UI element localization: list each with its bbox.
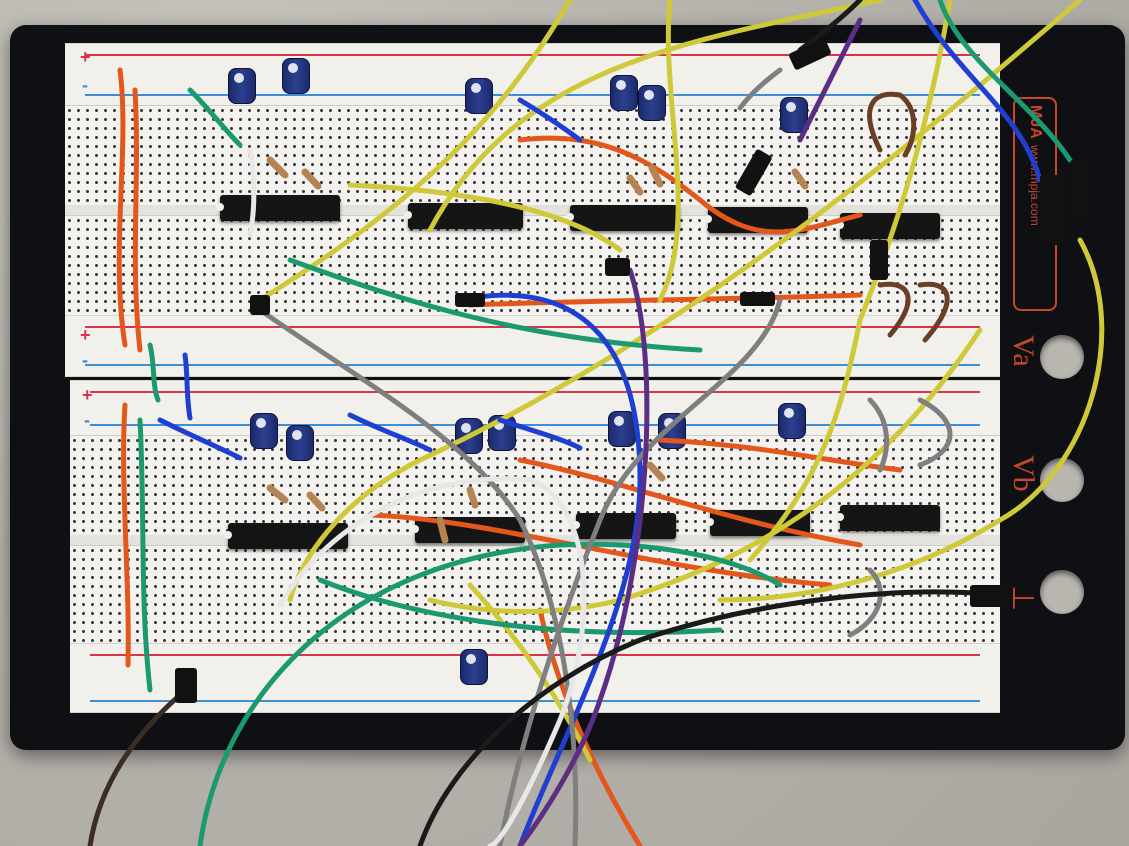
jumper-connector [175, 668, 197, 703]
jumper-connector [740, 292, 775, 306]
electrolytic-capacitor [780, 97, 808, 133]
blue-wire [157, 417, 243, 461]
jumper-connector [735, 149, 772, 196]
jumper-connector [250, 295, 270, 315]
yellow-wire [747, 0, 953, 563]
gray-wire [497, 297, 783, 846]
gray-wire [737, 67, 783, 111]
resistor [301, 168, 322, 190]
resistor [436, 516, 449, 544]
white-wire [247, 147, 257, 238]
rail-plus-mark: + [80, 47, 91, 67]
rail-plus-mark: + [80, 325, 91, 345]
gray-wire [847, 567, 883, 638]
ic-chip [566, 205, 680, 231]
blue-wire [347, 412, 433, 453]
resistor [306, 491, 326, 512]
gray-wire [867, 397, 890, 473]
electrolytic-capacitor [250, 413, 278, 449]
electrolytic-capacitor [610, 75, 638, 111]
electrolytic-capacitor [460, 649, 488, 685]
resistor [626, 174, 644, 196]
yellow-wire [467, 582, 593, 763]
green-wire [147, 342, 161, 403]
rail-minus-mark: - [82, 75, 88, 95]
ic-chip [836, 505, 940, 531]
yellow-wire [257, 0, 573, 303]
jumper-connector [1070, 160, 1092, 220]
purple-wire [797, 17, 863, 143]
resistor [266, 156, 289, 179]
resistor [266, 484, 289, 504]
yellow-wire [347, 182, 623, 253]
electrolytic-capacitor [465, 78, 493, 114]
black-wire [87, 692, 183, 846]
orange-wire [132, 87, 143, 353]
rail-plus-mark: + [82, 385, 93, 405]
resistor [646, 461, 666, 482]
yellow-wire [717, 237, 1105, 603]
logo-url: www.mpja.com [1028, 144, 1042, 226]
brown-wire [877, 281, 911, 338]
blue-wire [497, 417, 583, 451]
orange-wire [537, 607, 643, 846]
orange-wire [517, 457, 863, 548]
jumper-connector [970, 585, 1010, 607]
binding-post-hole-va [1040, 335, 1084, 379]
electrolytic-capacitor [228, 68, 256, 104]
green-wire [937, 0, 1073, 163]
resistor [648, 164, 664, 188]
blue-wire [517, 97, 583, 143]
terminal-strip-top-b [65, 215, 1000, 317]
electrolytic-capacitor [638, 85, 666, 121]
orange-wire [116, 67, 128, 348]
green-wire [137, 417, 153, 693]
electrolytic-capacitor [286, 425, 314, 461]
center-channel-bottom [70, 535, 1000, 545]
yellow-wire [427, 0, 883, 233]
black-wire [797, 0, 863, 53]
ic-chip [216, 195, 340, 221]
resistor [466, 486, 479, 509]
power-rail-top-2 [65, 315, 1000, 377]
ic-chip [404, 203, 523, 229]
orange-wire [517, 135, 863, 235]
electrolytic-capacitor [282, 58, 310, 94]
white-wire [277, 476, 587, 846]
green-wire [187, 87, 243, 148]
brown-wire [917, 281, 950, 343]
blue-wire [912, 0, 1043, 183]
terminal-strip-bottom-a [70, 435, 1000, 537]
gray-wire [917, 397, 953, 468]
brown-wire [867, 91, 917, 158]
jumper-connector [455, 293, 485, 307]
jumper-connector [1040, 175, 1068, 245]
rail-minus-mark: - [82, 350, 88, 370]
electrolytic-capacitor [778, 403, 806, 439]
yellow-wire [287, 0, 1083, 603]
resistor [791, 168, 809, 190]
jumper-connector [605, 258, 630, 276]
orange-wire [121, 402, 131, 668]
green-wire [287, 257, 703, 353]
binding-post-hole-ground [1040, 570, 1084, 614]
yellow-wire [657, 0, 681, 303]
blue-wire [182, 352, 193, 421]
purple-wire [517, 267, 650, 846]
black-wire [417, 589, 1003, 846]
blue-wire [457, 292, 643, 846]
rail-minus-mark: - [84, 410, 90, 430]
jumper-connector [870, 240, 888, 280]
gray-wire [257, 307, 579, 846]
orange-wire [657, 437, 903, 473]
electrolytic-capacitor [608, 411, 636, 447]
green-wire [197, 541, 783, 846]
jumper-connector [789, 38, 831, 70]
